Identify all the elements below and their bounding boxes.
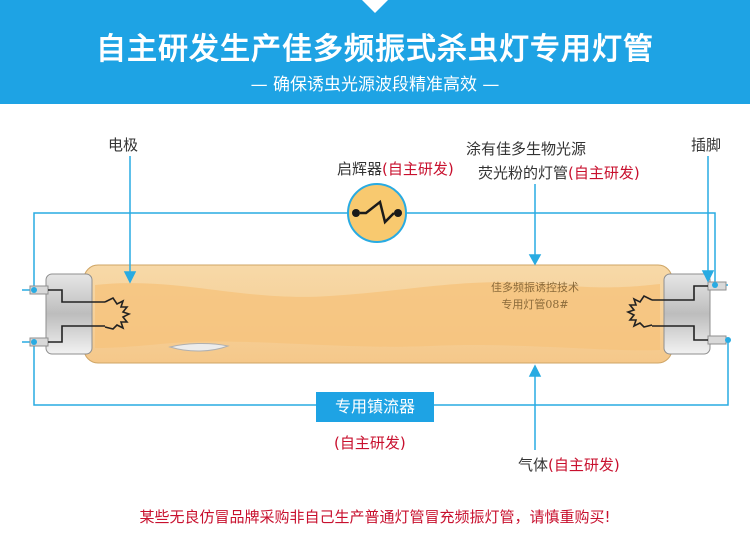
phosphor-label-wrap: 荧光粉的灯管(自主研发) bbox=[478, 162, 640, 183]
tube-print-line2: 专用灯管08# bbox=[501, 297, 568, 311]
tube-print-line1: 佳多频振诱控技术 bbox=[491, 280, 579, 294]
ballast-note: (自主研发) bbox=[334, 434, 406, 452]
phosphor-label-line1: 涂有佳多生物光源 bbox=[466, 140, 587, 158]
electrode-label: 电极 bbox=[108, 136, 139, 154]
page-subtitle: — 确保诱虫光源波段精准高效 — bbox=[250, 75, 500, 95]
starter-icon bbox=[347, 183, 407, 243]
pin-dots bbox=[31, 282, 731, 345]
left-end-cap bbox=[29, 273, 93, 355]
header-banner: 自主研发生产佳多频振式杀虫灯专用灯管 — 确保诱虫光源波段精准高效 — bbox=[0, 0, 750, 104]
lamp-tube bbox=[83, 264, 673, 364]
ballast-label: 专用镇流器 bbox=[316, 392, 434, 422]
right-end-cap bbox=[663, 273, 727, 355]
phosphor-label-line2: 荧光粉的灯管 bbox=[478, 164, 569, 182]
gas-label: 气体 bbox=[518, 456, 549, 474]
banner-notch bbox=[362, 0, 388, 13]
warning-text: 某些无良仿冒品牌采购非自己生产普通灯管冒充频振灯管，请慎重购买! bbox=[139, 508, 611, 526]
pointer-lines bbox=[123, 156, 715, 450]
starter-label-wrap: 启辉器(自主研发) bbox=[337, 158, 454, 179]
starter-label: 启辉器 bbox=[337, 160, 383, 178]
right-electrode bbox=[625, 285, 708, 341]
page-title: 自主研发生产佳多频振式杀虫灯专用灯管 bbox=[96, 32, 654, 67]
phosphor-note: (自主研发) bbox=[568, 164, 640, 182]
left-electrode bbox=[48, 289, 132, 343]
pin-label: 插脚 bbox=[691, 136, 722, 154]
gas-note: (自主研发) bbox=[548, 456, 620, 474]
gas-label-wrap: 气体(自主研发) bbox=[518, 454, 620, 475]
starter-note: (自主研发) bbox=[382, 160, 454, 178]
